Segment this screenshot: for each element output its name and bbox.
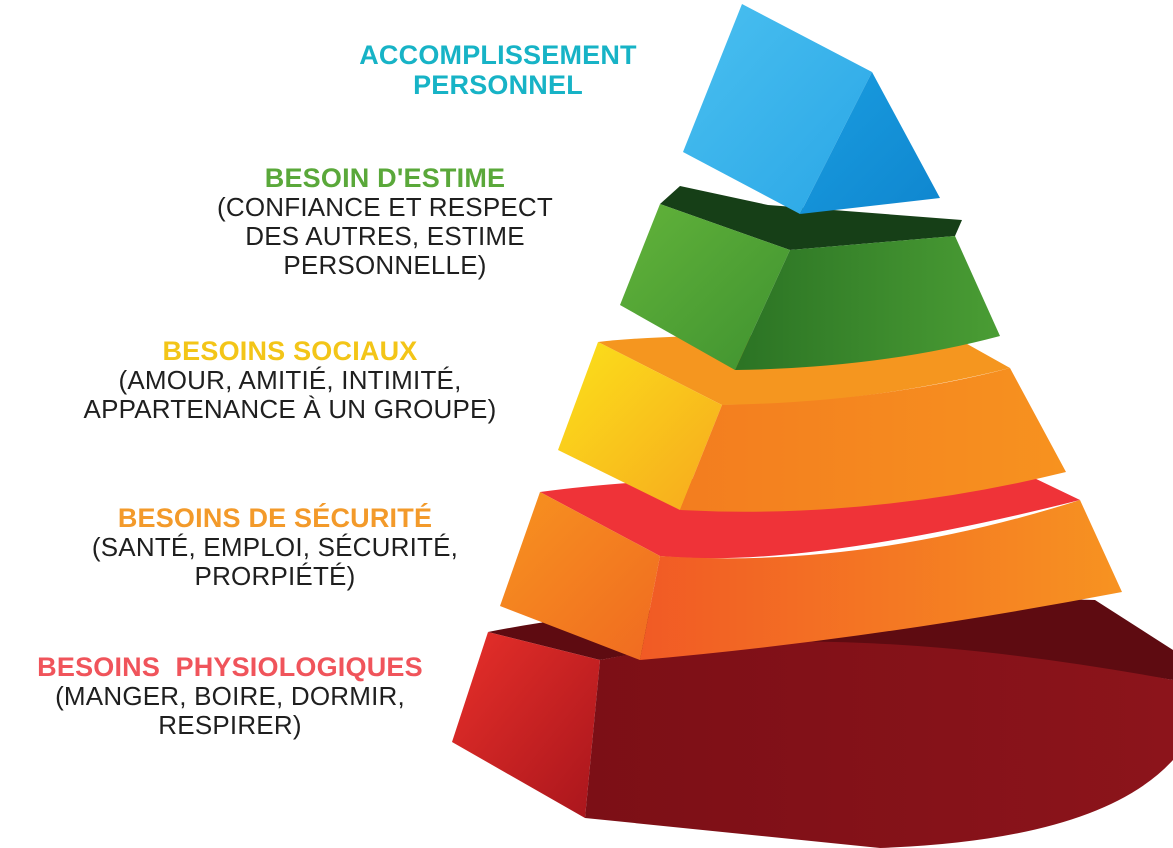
label-estime: BESOIN D'ESTIME (CONFIANCE ET RESPECT DE… (175, 163, 595, 281)
estime-front-face (735, 236, 1000, 370)
securite-left-face (500, 492, 660, 660)
pyramid-level-estime (620, 186, 1000, 370)
pyramid-level-accomplissement (683, 4, 940, 214)
estime-title: BESOIN D'ESTIME (264, 163, 506, 193)
securite-front-face (640, 500, 1122, 660)
label-securite: BESOINS DE SÉCURITÉ (SANTÉ, EMPLOI, SÉCU… (45, 503, 505, 591)
securite-title: BESOINS DE SÉCURITÉ (117, 503, 433, 533)
label-physio: BESOINS PHYSIOLOGIQUES (MANGER, BOIRE, D… (0, 652, 460, 740)
accomplissement-left-face (683, 4, 872, 214)
physio-description: (MANGER, BOIRE, DORMIR, RESPIRER) (55, 681, 405, 741)
sociaux-left-face (558, 342, 722, 510)
label-accomplissement: ACCOMPLISSEMENT PERSONNEL (318, 40, 678, 100)
estime-left-face (620, 204, 790, 370)
estime-top-face (660, 186, 962, 250)
physio-title: BESOINS PHYSIOLOGIQUES (37, 652, 423, 682)
sociaux-description: (AMOUR, AMITIÉ, INTIMITÉ, APPARTENANCE À… (83, 365, 497, 425)
label-sociaux: BESOINS SOCIAUX (AMOUR, AMITIÉ, INTIMITÉ… (30, 336, 550, 424)
estime-description: (CONFIANCE ET RESPECT DES AUTRES, ESTIME… (217, 192, 553, 281)
accomplissement-right-face (800, 72, 940, 214)
accomplissement-title: ACCOMPLISSEMENT PERSONNEL (359, 40, 637, 101)
sociaux-front-face (680, 368, 1066, 512)
securite-description: (SANTÉ, EMPLOI, SÉCURITÉ, PRORPIÉTÉ) (91, 532, 459, 592)
sociaux-title: BESOINS SOCIAUX (162, 336, 418, 366)
physio-left-face (452, 632, 600, 818)
physio-front-face (585, 641, 1173, 848)
